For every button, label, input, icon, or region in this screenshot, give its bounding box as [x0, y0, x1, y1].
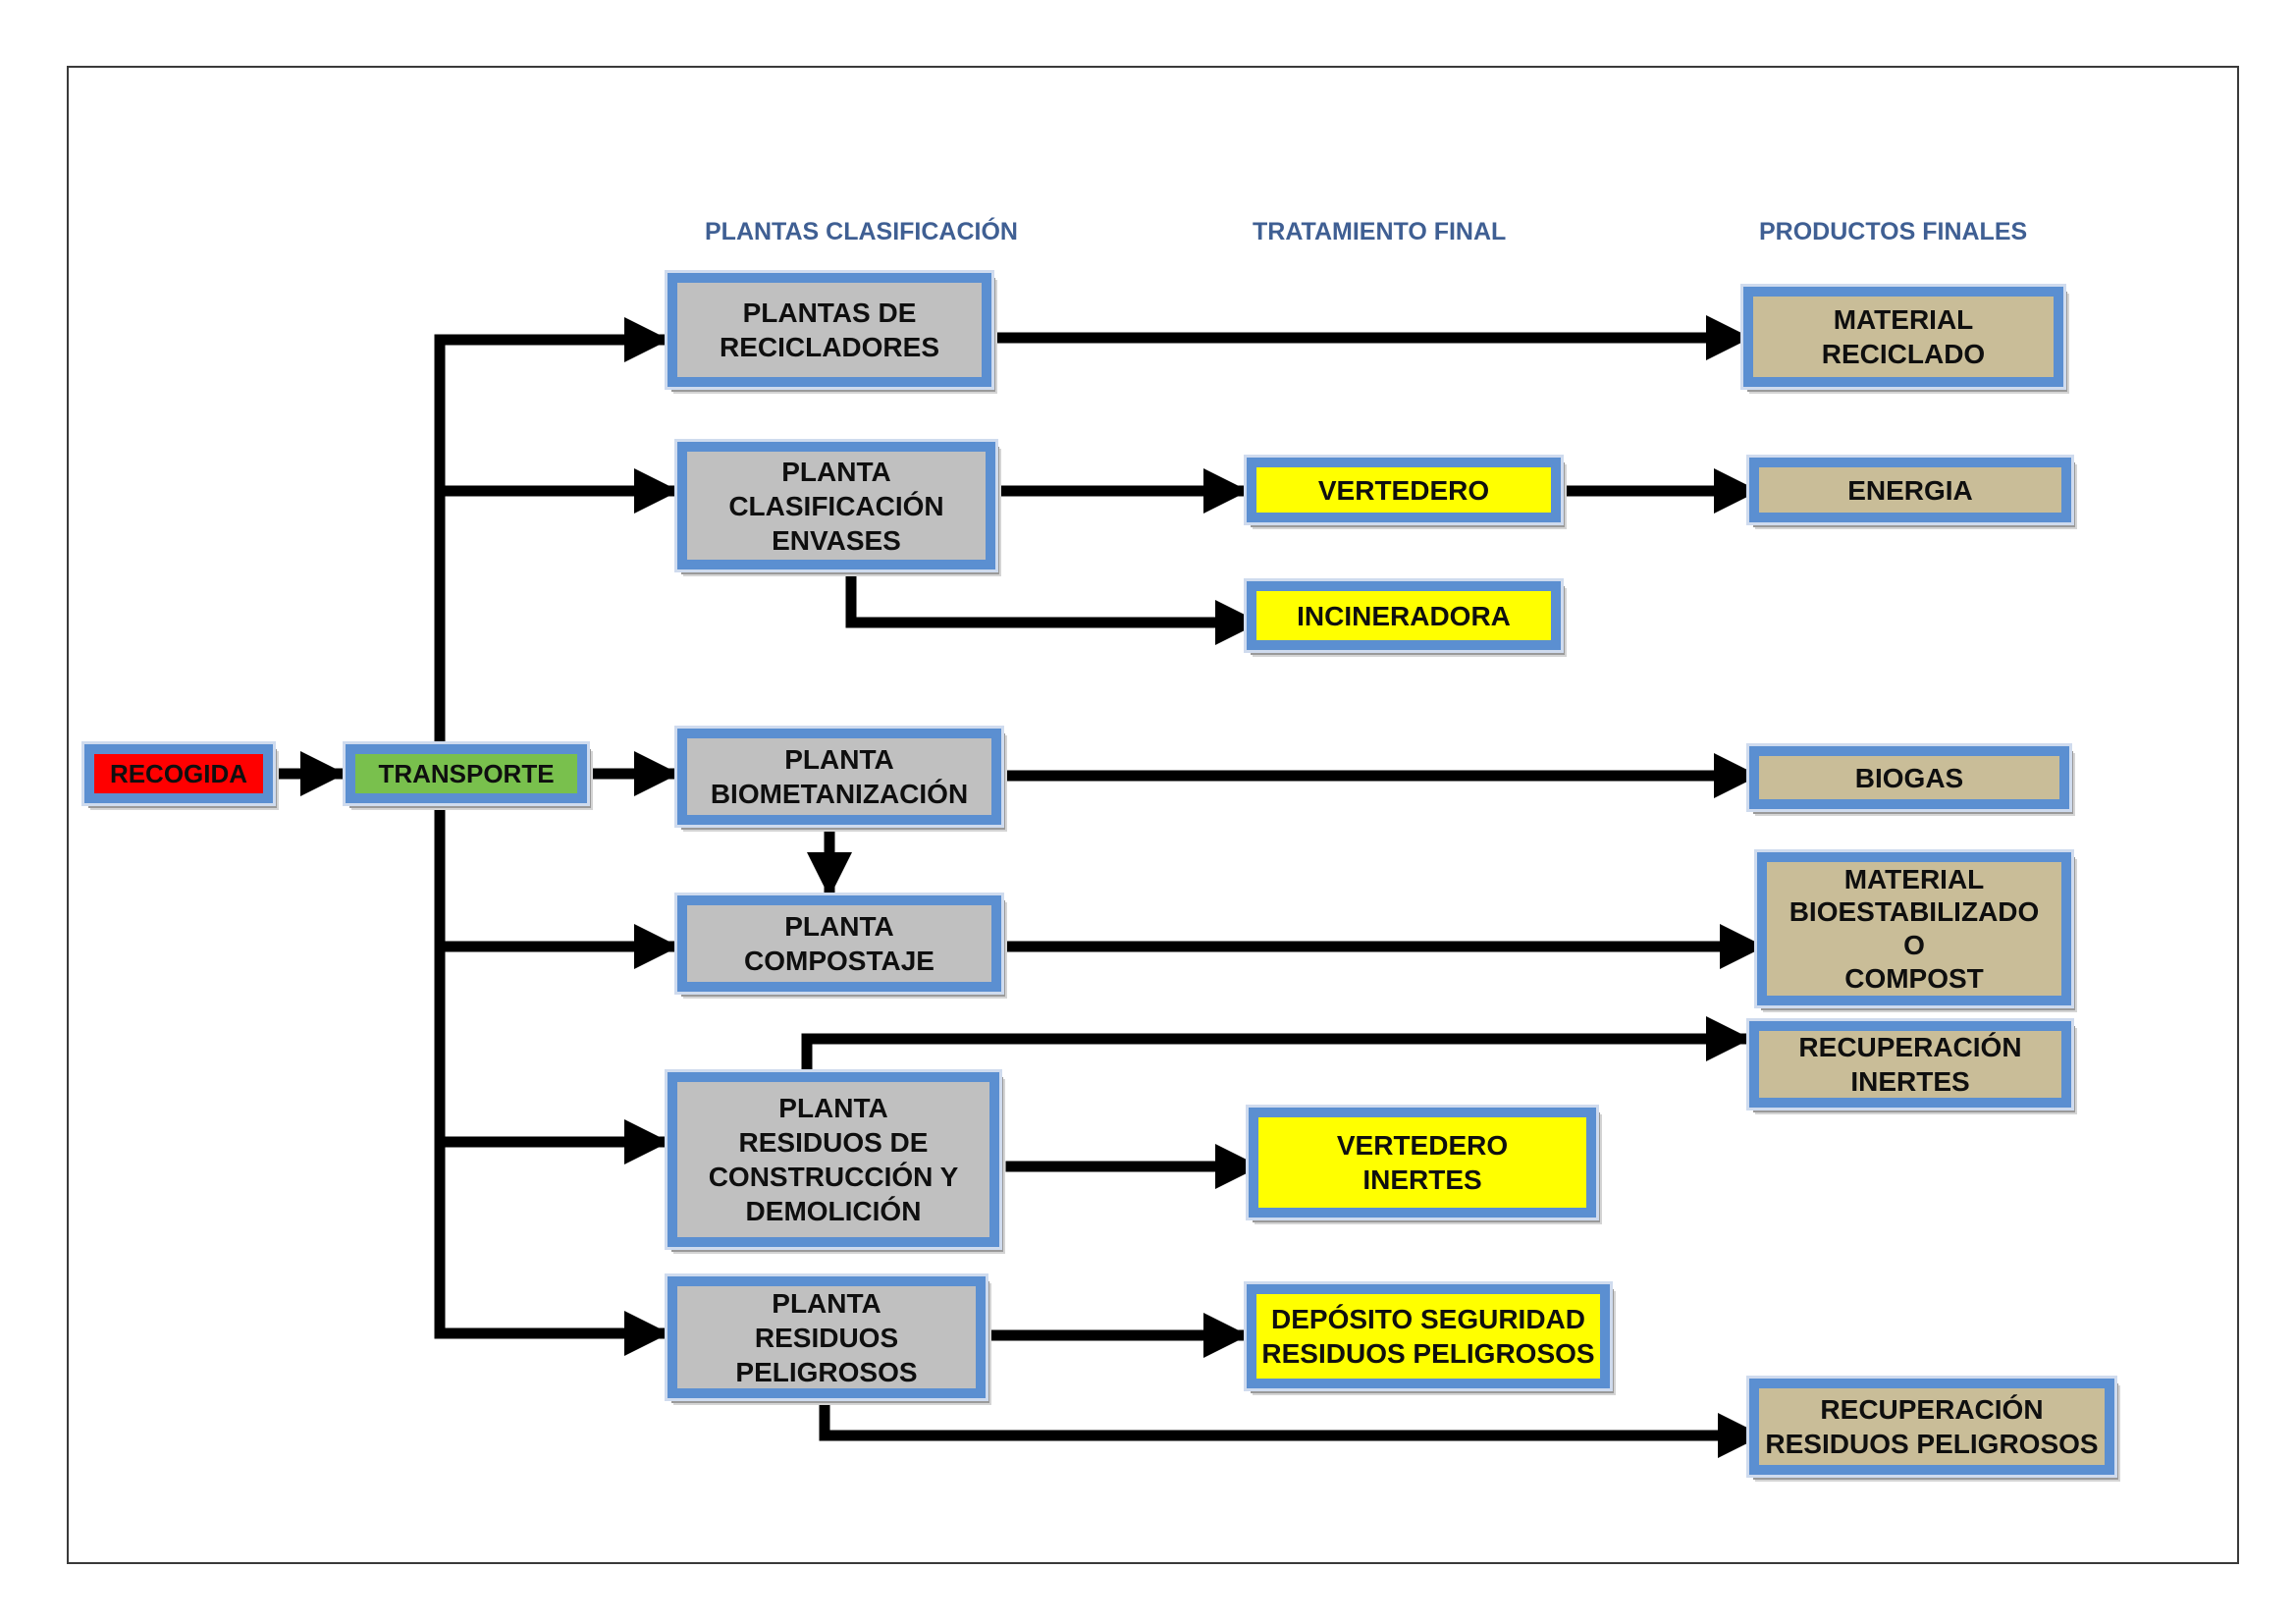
header-tratamiento-final: TRATAMIENTO FINAL	[1253, 218, 1507, 245]
biogas-box: BIOGAS	[1746, 743, 2072, 812]
transporte-box: TRANSPORTE	[343, 741, 590, 806]
deposito-seguridad-box: DEPÓSITO SEGURIDAD RESIDUOS PELIGROSOS	[1244, 1281, 1613, 1391]
material-reciclado-box: MATERIAL RECICLADO	[1740, 284, 2066, 390]
vertedero-inertes-box: VERTEDERO INERTES	[1246, 1105, 1599, 1220]
header-productos-finales: PRODUCTOS FINALES	[1759, 218, 2028, 245]
planta-clasificacion-envases-box: PLANTA CLASIFICACIÓN ENVASES	[674, 439, 998, 572]
vertedero-box: VERTEDERO	[1244, 455, 1564, 525]
planta-residuos-construccion-box: PLANTA RESIDUOS DE CONSTRUCCIÓN Y DEMOLI…	[665, 1069, 1002, 1250]
energia-box: ENERGIA	[1746, 455, 2074, 525]
planta-compostaje-box: PLANTA COMPOSTAJE	[674, 893, 1004, 995]
planta-biometanizacion-box: PLANTA BIOMETANIZACIÓN	[674, 726, 1004, 828]
incineradora-box: INCINERADORA	[1244, 578, 1564, 653]
plantas-recicladores-box: PLANTAS DE RECICLADORES	[665, 270, 994, 390]
arrow-peligrosos-recuperacion	[819, 1392, 1767, 1458]
arrow-rcd-recuperacion-inertes	[801, 1016, 1755, 1078]
material-bioestabilizado-box: MATERIAL BIOESTABILIZADO O COMPOST	[1754, 849, 2074, 1008]
recogida-box: RECOGIDA	[81, 741, 276, 806]
recuperacion-inertes-box: RECUPERACIÓN INERTES	[1746, 1018, 2074, 1110]
recuperacion-residuos-peligrosos-box: RECUPERACIÓN RESIDUOS PELIGROSOS	[1746, 1376, 2117, 1478]
header-plantas-clasificacion: PLANTAS CLASIFICACIÓN	[705, 218, 1018, 245]
page-frame	[67, 66, 2239, 1564]
planta-residuos-peligrosos-box: PLANTA RESIDUOS PELIGROSOS	[665, 1273, 988, 1401]
arrow-envases-incineradora	[845, 564, 1264, 645]
